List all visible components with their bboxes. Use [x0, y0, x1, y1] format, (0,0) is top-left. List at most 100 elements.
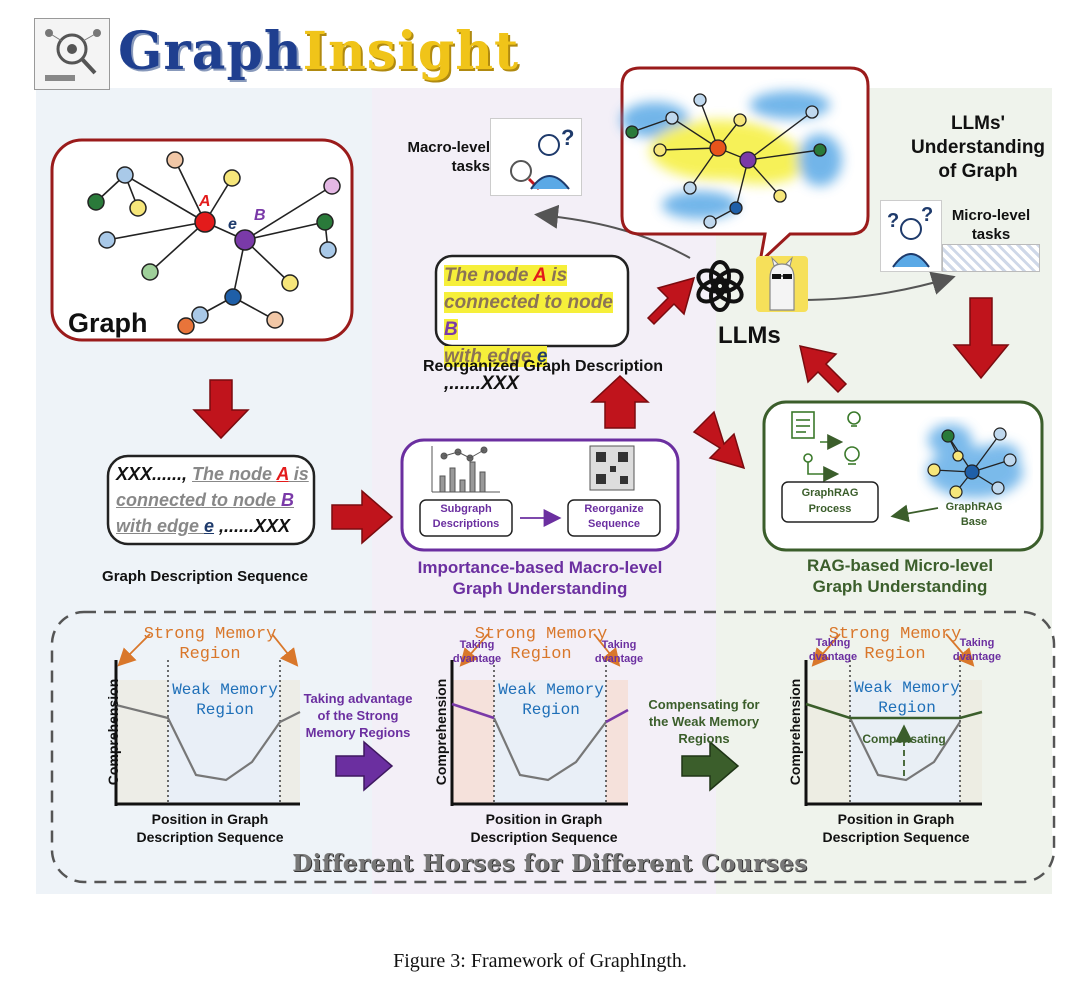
p2-weak-2: Region [522, 701, 580, 719]
macro-tasks-person-icon: ? [490, 118, 582, 196]
reorganized-text: The node A is connected to node B with e… [444, 262, 624, 397]
arrow-macro-to-micro [692, 410, 746, 470]
p2-strong-1: Strong Memory [474, 625, 608, 644]
figure-caption: Figure 3: Framework of GraphIngth. [393, 950, 687, 972]
panel-2 [450, 633, 629, 806]
p2-weak-1: Weak Memory [498, 681, 604, 699]
reorg-node-b: B [444, 319, 458, 340]
arrow-macro-to-reorganized [590, 374, 650, 429]
subgraph-desc-box [419, 499, 513, 537]
svg-text:?: ? [561, 125, 574, 150]
logo-text: GraphInsight [118, 22, 519, 82]
p2-tr-2: dvantage [594, 653, 644, 665]
graphrag-process-icon [791, 411, 861, 482]
p3-x-1: Position in Graph [837, 811, 955, 827]
reorg-line3-post: ,......XXX [444, 373, 519, 394]
sequence-line1: XXX......, The node A is [116, 461, 312, 487]
seq-line3-post: ,......XXX [214, 516, 291, 536]
reorganize-seq-box [567, 499, 661, 537]
graphrag-process-label: GraphRAG Process [801, 487, 859, 515]
p3-strong-2: Region [864, 645, 926, 664]
logo-graph: Graph [118, 21, 303, 82]
p2-tl-1: Taking [459, 639, 495, 651]
sequence-box [106, 454, 316, 546]
graph-box [50, 138, 354, 342]
bubble-nodes [625, 93, 827, 229]
p2-tr-1: Taking [601, 639, 637, 651]
arrow-sequence-to-macro [331, 489, 394, 545]
purple-transition-arrow [335, 740, 394, 792]
node-a-label: A [199, 193, 211, 210]
graph-nodes [87, 151, 341, 335]
arrow-microtasks-to-micro [952, 297, 1010, 380]
reorganized-line2: connected to node B [444, 289, 624, 343]
p3-tl-2: dvantage [808, 651, 858, 663]
micro-tasks-person-icon: ? ? [880, 200, 942, 272]
svg-text:?: ? [887, 210, 899, 232]
reorg-line1-post: is [546, 265, 568, 286]
p2-x-2: Description Sequence [470, 829, 618, 845]
p3-weak-2: Region [878, 699, 936, 717]
t1-line2: of the Strong [317, 708, 399, 723]
p3-tl-1: Taking [815, 637, 851, 649]
subgraph-desc-label: Subgraph Descriptions [432, 503, 500, 530]
seq-line1-post: is [288, 464, 309, 484]
logo-icon [34, 18, 110, 90]
panel3-taking-left: Taking dvantage [800, 636, 866, 664]
node-b-label: B [254, 207, 266, 224]
p1-x-1: Position in Graph [151, 811, 269, 827]
seq-node-a: A [276, 464, 289, 484]
arrow-llms-to-micro-tasks [799, 271, 956, 301]
green-transition-arrow [681, 740, 740, 792]
p3-strong-1: Strong Memory [828, 625, 962, 644]
panel3-ylabel: Comprehension [787, 678, 803, 786]
graph-label: Graph [68, 308, 148, 338]
reorganize-seq-label: Reorganize Sequence [584, 503, 644, 530]
p3-x-2: Description Sequence [822, 829, 970, 845]
t2-line3: Regions [678, 731, 730, 746]
panel2-taking-right: Taking dvantage [586, 638, 652, 666]
macro-caption-line1: Importance-based Macro-level [417, 558, 663, 577]
seq-lead: XXX......, [116, 464, 193, 484]
micro-tasks-label: Micro-level tasks [951, 207, 1031, 243]
motto: Different Horses for Different Courses [292, 850, 808, 877]
t1-line3: Memory Regions [305, 725, 411, 740]
reorg-line3-pre: with edge [444, 346, 537, 367]
llm-understanding-title: LLMs' Understanding of Graph [910, 113, 1046, 182]
panel1-ylabel: Comprehension [105, 678, 121, 786]
panel-3 [804, 633, 983, 806]
panel3-compensating-label: Compensating [862, 732, 946, 746]
arrow-micro-to-llms [799, 345, 848, 394]
scatter-chart-icon [431, 446, 500, 493]
reorg-line2-pre: connected to node [444, 292, 613, 313]
reorg-line1-pre: The node [444, 265, 534, 286]
p1-x-2: Description Sequence [136, 829, 284, 845]
p2-strong-2: Region [510, 645, 572, 664]
seq-node-b: B [281, 490, 295, 510]
arrow-reorganized-to-llms [646, 276, 696, 326]
reorganized-line1: The node A is [444, 262, 624, 289]
seq-line3-pre: with edge [116, 516, 205, 536]
arrow-graph-to-sequence [192, 379, 250, 440]
reorganized-line3: with edge e ,......XXX [444, 343, 624, 397]
llama-icon [756, 256, 808, 312]
micro-caption-line1: RAG-based Micro-level [806, 556, 994, 575]
reorganize-icon [589, 445, 635, 491]
graphrag-process-box [781, 481, 879, 523]
svg-text:?: ? [921, 204, 933, 226]
reorganized-caption: Reorganized Graph Description [422, 358, 664, 375]
graphrag-base-graph [927, 424, 1023, 499]
panel-1 [114, 633, 301, 806]
p1-strong-2: Region [179, 645, 241, 664]
sequence-line2: connected to node B [116, 487, 312, 513]
t1-line1: Taking advantage [303, 691, 413, 706]
